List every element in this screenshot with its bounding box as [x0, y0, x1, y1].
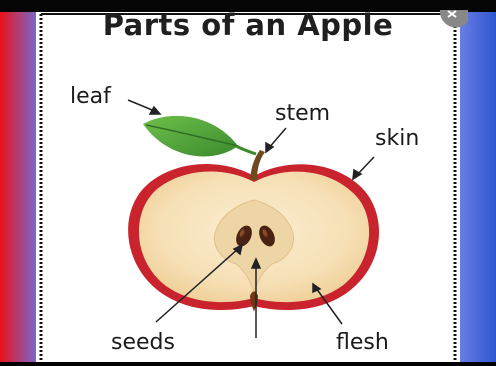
right-border: [460, 10, 496, 362]
label-skin: skin: [375, 126, 419, 151]
left-border: [0, 10, 36, 362]
label-seeds: seeds: [111, 330, 175, 355]
label-leaf: leaf: [70, 84, 111, 109]
label-stem: stem: [275, 101, 330, 126]
page-title: Parts of an Apple: [0, 8, 496, 42]
label-flesh: flesh: [336, 330, 389, 355]
